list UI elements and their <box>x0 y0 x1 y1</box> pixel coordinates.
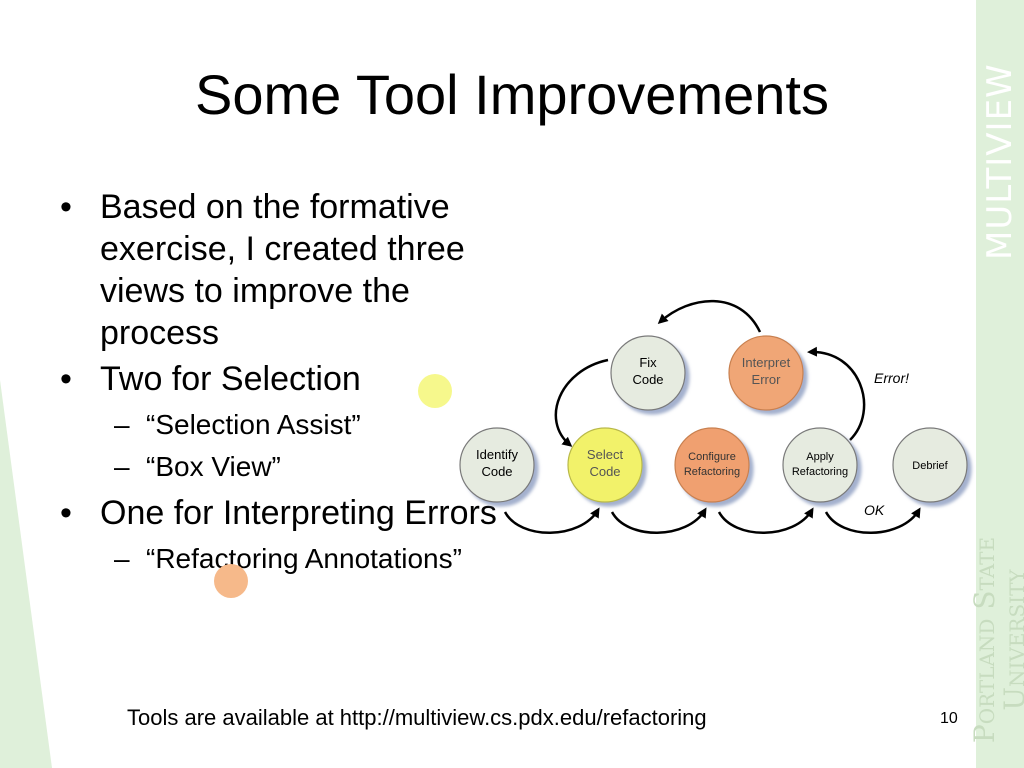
node-label: Fix <box>639 355 657 370</box>
sub-bullet-text: “Box View” <box>146 451 281 482</box>
node-identify-code: Identify Code <box>459 427 535 503</box>
sub-bullet-marker: – <box>114 409 130 440</box>
bullet-text: Two for Selection <box>100 360 361 398</box>
selection-color-dot <box>418 374 452 408</box>
sub-bullet-marker: – <box>114 543 130 574</box>
node-label: Apply <box>806 451 834 463</box>
bullet-text: Based on the formative exercise, I creat… <box>100 188 465 352</box>
interpret-color-dot <box>214 564 248 598</box>
sub-bullet-text: “Selection Assist” <box>146 409 361 440</box>
arrow-fix-to-select <box>554 358 609 447</box>
bullet-text: One for Interpreting Errors <box>100 494 497 532</box>
node-label: Configure <box>688 451 736 463</box>
psu-logo-line2: University <box>998 569 1024 711</box>
node-label: Refactoring <box>792 466 848 478</box>
refactoring-process-diagram: Identify Code Select Code Configure Refa… <box>459 299 968 534</box>
node-circle <box>674 427 750 503</box>
slide-title: Some Tool Improvements <box>195 63 829 126</box>
bullet-item: • Based on the formative exercise, I cre… <box>60 186 500 354</box>
sub-bullet-item: – “Box View” <box>60 448 500 486</box>
node-circle <box>567 427 643 503</box>
node-label: Debrief <box>912 460 948 472</box>
node-apply-refactoring: Apply Refactoring <box>782 427 858 503</box>
arrow-select-to-configure <box>610 507 707 534</box>
node-label: Interpret <box>742 355 791 370</box>
brand-side-band <box>976 0 1024 768</box>
node-fix-code: Fix Code <box>610 335 686 411</box>
arrow-apply-to-debrief <box>824 507 921 534</box>
node-configure-refactoring: Configure Refactoring <box>674 427 750 503</box>
node-interpret-error: Interpret Error <box>728 335 804 411</box>
node-label: Code <box>589 464 620 479</box>
bullet-list: • Based on the formative exercise, I cre… <box>60 186 500 578</box>
edge-label-ok: OK <box>864 502 885 518</box>
node-label: Code <box>481 464 512 479</box>
edge-label-error: Error! <box>874 370 909 386</box>
sub-bullet-item: – “Selection Assist” <box>60 406 500 444</box>
process-arrows <box>503 299 921 534</box>
bullet-item: • One for Interpreting Errors <box>60 492 500 534</box>
bottom-left-accent <box>0 380 52 768</box>
node-circle <box>610 335 686 411</box>
node-label: Error <box>752 372 782 387</box>
node-debrief: Debrief <box>892 427 968 503</box>
node-select-code: Select Code <box>567 427 643 503</box>
node-circle <box>892 427 968 503</box>
bullet-marker: • <box>60 494 72 532</box>
bullet-item: • Two for Selection <box>60 358 500 400</box>
node-label: Refactoring <box>684 466 740 478</box>
node-circle <box>782 427 858 503</box>
node-label: Select <box>587 447 624 462</box>
node-label: Identify <box>476 447 518 462</box>
sub-bullet-item: – “Refactoring Annotations” <box>60 540 500 578</box>
arrow-interpret-to-fix <box>657 299 762 333</box>
page-number: 10 <box>940 710 958 727</box>
brand-multiview: MULTIVIEW <box>980 63 1020 260</box>
node-circle <box>728 335 804 411</box>
arrow-identify-to-select <box>503 507 600 534</box>
node-label: Code <box>632 372 663 387</box>
footer-link-text: Tools are available at http://multiview.… <box>127 705 707 730</box>
sub-bullet-text: “Refactoring Annotations” <box>146 543 462 574</box>
arrow-configure-to-apply <box>717 507 814 534</box>
node-circle <box>459 427 535 503</box>
bullet-marker: • <box>60 360 72 398</box>
bullet-marker: • <box>60 188 72 226</box>
sub-bullet-marker: – <box>114 451 130 482</box>
arrow-apply-to-interpret <box>807 346 866 441</box>
